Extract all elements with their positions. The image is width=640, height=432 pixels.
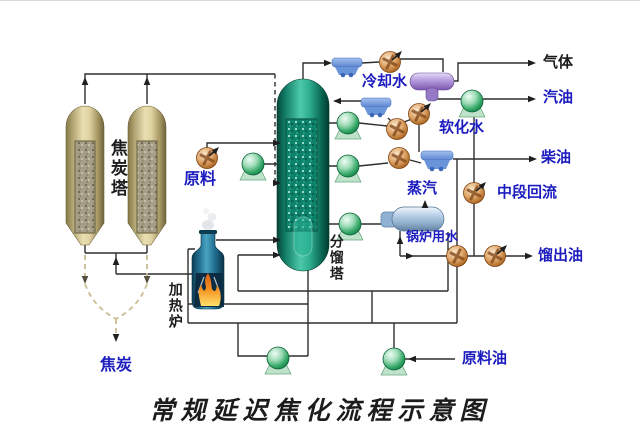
fractionation-tower-boot: [293, 216, 313, 257]
label-diesel: 柴油: [541, 148, 572, 166]
overhead-condenser: [331, 57, 363, 78]
coke-arrowheads: [81, 276, 151, 284]
label-coke-tower: 焦炭塔: [106, 139, 127, 199]
pump-raw-oil-feed: [380, 347, 408, 376]
label-gasoline: 汽油: [543, 88, 574, 106]
arrowheads: [81, 51, 537, 363]
label-steam: 蒸汽: [407, 179, 438, 197]
label-gas: 气体: [543, 53, 574, 71]
pump-feed-charge: [239, 152, 267, 181]
label-fractionation-tower: 分馏塔: [327, 234, 344, 282]
label-boiler-water: 锅炉用水: [406, 230, 459, 245]
coke-tower-2-window: [136, 140, 158, 234]
vent-arrows: [208, 51, 507, 255]
smoke-puff: [207, 213, 217, 221]
heating-furnace: [191, 208, 225, 310]
coke-tower-1: [65, 105, 105, 246]
label-softened-water: 软化水: [439, 118, 485, 136]
pump-bottoms: [264, 346, 292, 375]
fractionation-tower-window: [285, 118, 318, 232]
heat-exchangers: [196, 51, 506, 267]
label-raw-material: 原料: [184, 169, 217, 188]
exchanger-upper: [386, 118, 408, 140]
flame: [198, 273, 221, 306]
pump-middle-draw: [334, 154, 362, 183]
coke-tower-2: [127, 105, 167, 246]
label-cooling-water: 冷却水: [362, 72, 408, 90]
smoke-puff: [202, 220, 214, 230]
label-middle-reflux: 中段回流: [497, 183, 558, 201]
smoke-puff: [202, 208, 210, 214]
label-raw-oil: 原料油: [462, 349, 508, 367]
diesel-cooler: [420, 150, 454, 172]
label-coke: 焦炭: [100, 355, 133, 374]
coke-tower-1-window: [74, 140, 96, 234]
reflux-cooler: [360, 97, 392, 118]
pumps: [239, 89, 486, 376]
coke-discharge-dashed-lines: [84, 255, 148, 338]
reflux-drum: [409, 72, 455, 102]
pump-steam-gen-circulation: [336, 212, 364, 241]
steam-drum: [380, 206, 445, 232]
label-distillate-oil: 馏出油: [538, 246, 584, 264]
pump-upper-draw: [334, 111, 362, 140]
label-heating-furnace: 加热炉: [166, 282, 183, 330]
diagram-title: 常规延迟焦化流程示意图: [149, 396, 491, 425]
exchanger-distillate-1: [446, 245, 468, 267]
pump-gasoline: [458, 89, 486, 118]
fractionation-tower: [276, 78, 330, 272]
exchanger-diesel: [388, 147, 410, 169]
